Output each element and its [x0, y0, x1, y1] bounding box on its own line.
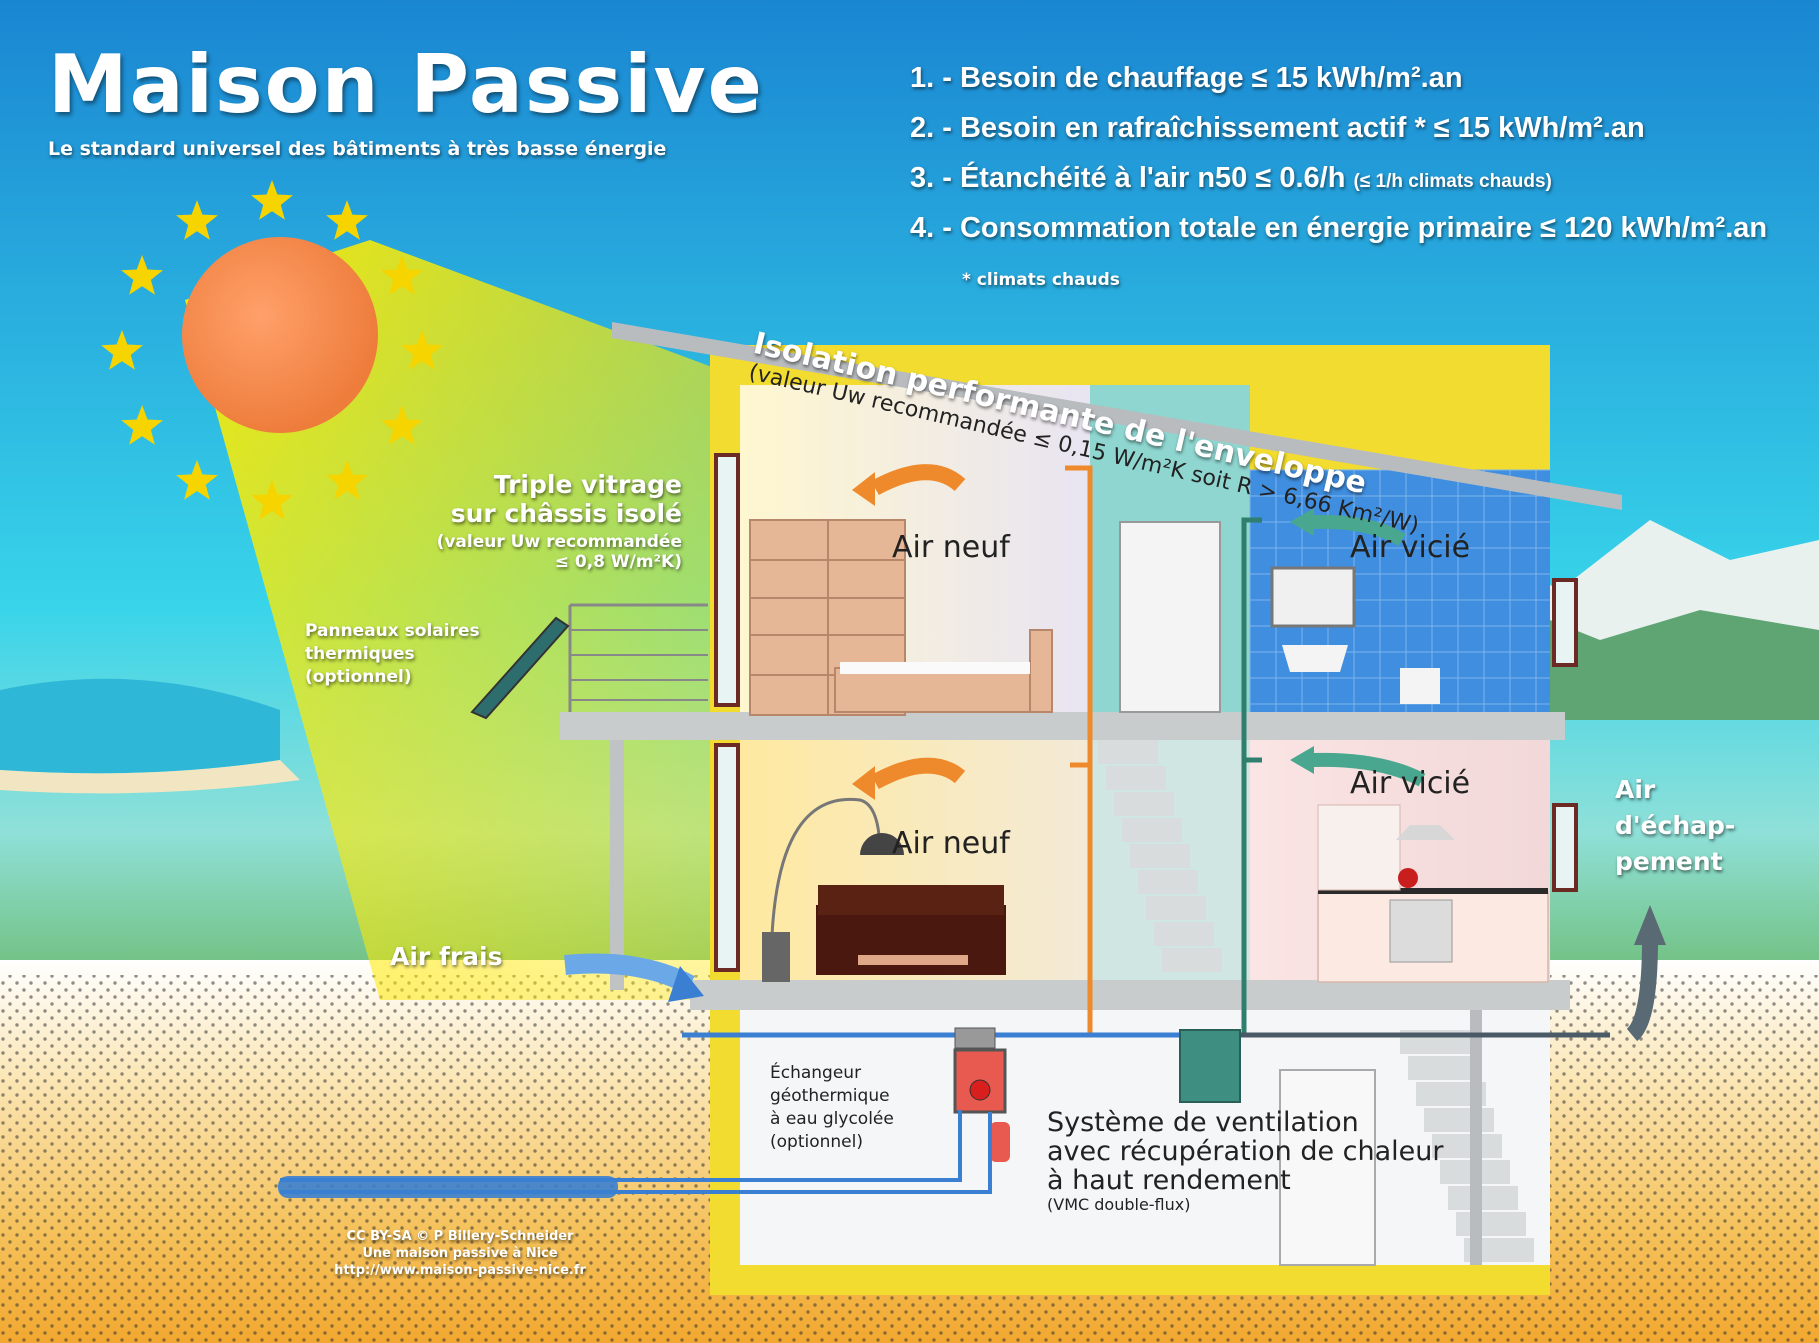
page-subtitle: Le standard universel des bâtiments à tr…: [48, 138, 667, 160]
exchanger-line-4: (optionnel): [770, 1132, 863, 1152]
credits-line-1: CC BY-SA © P Billery-Schneider: [346, 1229, 574, 1244]
fresh-air-arrow-upper: [871, 464, 966, 496]
requirement-cooling: 2. - Besoin en rafraîchissement actif * …: [910, 112, 1645, 144]
air-exhaust-line-1: Air: [1615, 775, 1656, 804]
requirement-airtightness-note: (≤ 1/h climats chauds): [1353, 171, 1552, 192]
star-icon: [381, 255, 423, 295]
roof: [612, 322, 1622, 510]
kitchen-counter: [1317, 804, 1549, 983]
ventilation-line-4: (VMC double-flux): [1047, 1195, 1191, 1214]
requirement-airtightness: 3. - Étanchéité à l'air n50 ≤ 0.6/h (≤ 1…: [910, 162, 1552, 194]
ventilation-label: Système de ventilation avec récupération…: [1047, 1108, 1444, 1215]
bathroom-sink: [1282, 645, 1348, 672]
heat-recovery-unit: [1179, 1029, 1241, 1103]
credits: CC BY-SA © P Billery-Schneider Une maiso…: [290, 1228, 630, 1279]
sea: [0, 678, 280, 774]
balcony-post: [610, 740, 624, 990]
window-upper-left: [714, 453, 740, 707]
page-title: Maison Passive: [48, 38, 764, 131]
bed: [834, 629, 1053, 713]
ventilation-line-3: à haut rendement: [1047, 1165, 1291, 1196]
solar-panels-line-2: thermiques: [305, 644, 415, 664]
glazing-line-1: Triple vitrage: [493, 470, 682, 499]
star-icon: [101, 330, 143, 370]
room-label-lower-right: Air vicié: [1350, 766, 1471, 801]
ventilation-line-2: avec récupération de chaleur: [1047, 1136, 1444, 1167]
exchanger-line-3: à eau glycolée: [770, 1109, 894, 1129]
star-icon: [251, 480, 293, 520]
glazing-line-2: sur châssis isolé: [450, 499, 682, 528]
sofa: [816, 885, 1006, 975]
footnote: * climats chauds: [962, 270, 1120, 290]
stale-air-arrow-lower: [1311, 752, 1426, 787]
solar-panel: [470, 616, 570, 720]
air-exhaust-line-2: d'échap-: [1615, 811, 1736, 840]
glazing-label: Triple vitrage sur châssis isolé (valeur…: [330, 470, 682, 572]
window-lower-right: [1552, 803, 1578, 892]
basement-stair-post: [1470, 1010, 1482, 1265]
star-icon: [401, 330, 443, 370]
bathroom-mirror: [1270, 566, 1356, 628]
solar-panels-line-3: (optionnel): [305, 667, 412, 687]
air-exhaust-label: Air d'échap- pement: [1615, 772, 1735, 880]
sun-beam: [185, 240, 720, 1000]
sun: [182, 237, 378, 433]
credits-line-2: Une maison passive à Nice: [362, 1246, 558, 1261]
fresh-air-arrow-lower: [871, 757, 966, 790]
staircase: [1098, 740, 1222, 972]
solar-panels-label: Panneaux solaires thermiques (optionnel): [305, 620, 480, 689]
room-label-upper-left: Air neuf: [892, 530, 1010, 565]
room-label-lower-left: Air neuf: [892, 826, 1010, 861]
beach: [0, 760, 300, 794]
upper-door: [1119, 521, 1221, 713]
exhaust-arrow: [1626, 939, 1658, 1042]
room-label-upper-right: Air vicié: [1350, 530, 1471, 565]
star-icon: [121, 405, 163, 445]
stars-ring: [101, 180, 443, 520]
exchanger-line-1: Échangeur: [770, 1063, 862, 1083]
window-upper-right: [1552, 578, 1578, 667]
ground-floor-slab: [690, 980, 1570, 1010]
star-icon: [381, 405, 423, 445]
star-icon: [326, 459, 368, 500]
exchanger-line-2: géothermique: [770, 1086, 890, 1106]
star-icon: [176, 459, 218, 500]
requirement-primary-energy: 4. - Consommation totale en énergie prim…: [910, 212, 1768, 244]
window-lower-left: [714, 743, 740, 972]
ventilation-line-1: Système de ventilation: [1047, 1107, 1359, 1138]
upper-floor-slab: [560, 712, 1565, 740]
geothermal-exchanger: [953, 1048, 1007, 1114]
exchanger-label: Échangeur géothermique à eau glycolée (o…: [770, 1062, 894, 1154]
star-icon: [176, 200, 218, 240]
air-intake-label: Air frais: [390, 942, 503, 971]
glazing-line-4: ≤ 0,8 W/m²K): [554, 552, 682, 572]
balcony-railing: [568, 603, 708, 712]
star-icon: [121, 255, 163, 295]
credits-line-3: http://www.maison-passive-nice.fr: [334, 1263, 586, 1278]
basement-door: [1279, 1069, 1376, 1266]
star-icon: [326, 200, 368, 240]
air-exhaust-line-3: pement: [1615, 847, 1723, 876]
expansion-tank: [990, 1122, 1010, 1162]
requirement-heating: 1. - Besoin de chauffage ≤ 15 kWh/m².an: [910, 62, 1463, 94]
star-icon: [251, 180, 293, 220]
glazing-line-3: (valeur Uw recommandée: [436, 532, 682, 552]
stale-air-arrow-upper: [1311, 514, 1406, 547]
floor-lamp: [762, 797, 904, 982]
toilet: [1400, 668, 1440, 704]
solar-panels-line-1: Panneaux solaires: [305, 621, 480, 641]
